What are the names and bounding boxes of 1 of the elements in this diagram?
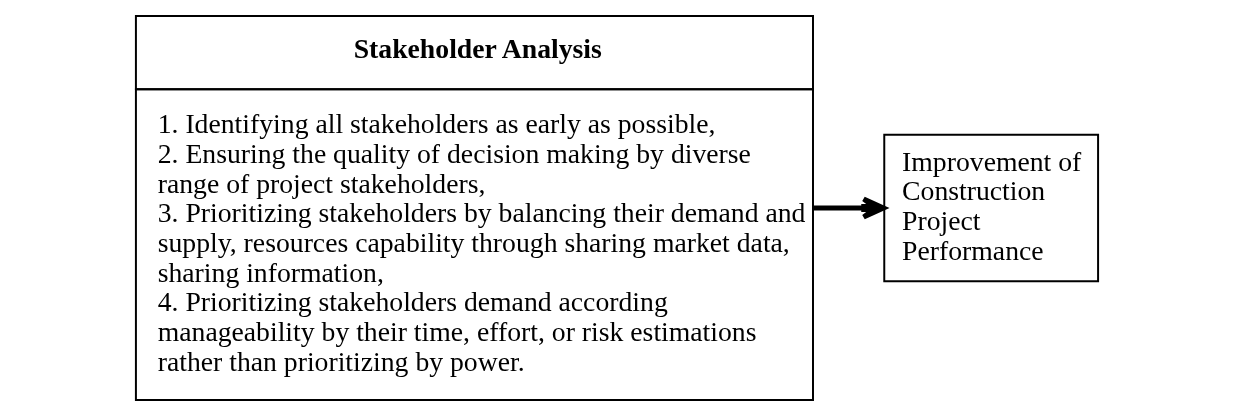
node-box: Improvement of Construction Project Performance [882, 133, 1099, 283]
